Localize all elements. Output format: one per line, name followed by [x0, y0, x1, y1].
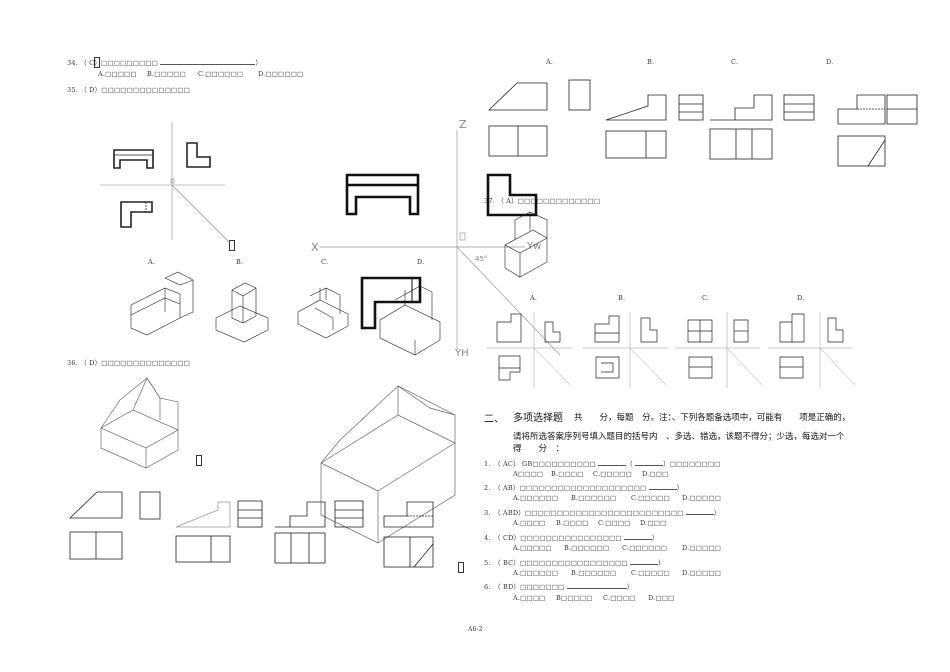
mq1-choice-d: D.□□□ [642, 470, 669, 478]
q36-solid-large [320, 385, 456, 544]
q35-option-b-solid [215, 282, 269, 343]
mq4-choice-a: A.□□□□□ [513, 544, 552, 552]
big-axes [320, 130, 561, 356]
big-front-view [345, 173, 420, 216]
mq3-choice-a: A.□□□□ [513, 519, 546, 527]
mq6-stem: 6. （ BD）□□□□□□□ ） [484, 583, 634, 591]
q34-choice-a: A.□□□□□ [98, 70, 137, 78]
mq2-choice-d: D.□□□□□ [682, 494, 722, 502]
q35-label-b: B. [236, 258, 244, 266]
axis-yh-label: YH [455, 348, 469, 359]
q34-choice-c: C.□□□□□□ [198, 70, 244, 78]
q36-option-a [488, 79, 591, 157]
q36-label-d: D. [826, 58, 834, 66]
mq2-choice-c: C.□□□□□ [631, 494, 670, 502]
big-side-view [486, 173, 538, 217]
q34-choice-b: B.□□□□□ [147, 70, 186, 78]
mq4-choice-c: C.□□□□□□ [622, 544, 668, 552]
q34-choice-d: D.□□□□□□ [258, 70, 304, 78]
axis-yw-label: Yw [527, 241, 542, 252]
mq5-choice-d: D.□□□□□ [682, 569, 722, 577]
q35-front-view [113, 149, 154, 169]
mq1-choice-a: A□□□□ [513, 470, 544, 478]
answer-box [458, 562, 464, 573]
q34-stem: 34. （ C）□□□□□□□□□ ） [67, 59, 263, 67]
mq5-stem: 5. （ BC）□□□□□□□□□□□□□□□□□ ） [484, 559, 665, 567]
mq2-choice-a: A.□□□□□□ [513, 494, 559, 502]
mq5-choice-c: C.□□□□□ [631, 569, 670, 577]
mq5-choice-a: A.□□□□□□ [513, 569, 559, 577]
q37-label-c: C. [702, 294, 710, 302]
axis-z-label: Z [459, 118, 467, 131]
mq5-choice-b: B.□□□□□□ [571, 569, 617, 577]
axis-angle-label: 45° [475, 255, 488, 263]
mq1-choice-c: C.□□□□□ [593, 470, 632, 478]
section2-desc1: 共 分，每题 分。注：、下列各题备选项中，可能有 项是正确的， [574, 413, 851, 423]
q36-label-c: C. [731, 58, 739, 66]
section2-title: 多项选择题 [513, 413, 563, 424]
q36-stem: 36. （ D）□□□□□□□□□□□□□□ [67, 359, 191, 367]
page-footer: A6-2 [468, 626, 483, 633]
q37-option-a [486, 312, 572, 388]
mq6-choice-b: B□□□□□ [556, 594, 593, 602]
mq6-choice-d: D.□□□ [648, 594, 675, 602]
q36-option-d [837, 94, 918, 167]
q35-label-a: A. [148, 258, 156, 266]
q35-stem: 35. （ D）□□□□□□□□□□□□□□ [67, 86, 191, 94]
mq2-choice-b: B.□□□□□□ [571, 494, 617, 502]
q36-left-views [69, 491, 434, 568]
answer-box [229, 240, 235, 251]
q35-axes [100, 122, 231, 244]
q37-stem: 37. （ A）□□□□□□□□□□□□□ [484, 197, 601, 205]
mq4-choice-b: B.□□□□□□ [564, 544, 610, 552]
q37-solid [504, 211, 548, 278]
q35-top-view [120, 201, 153, 228]
section2-number: 二、 [484, 414, 504, 425]
axis-x-label: X [311, 241, 319, 254]
section2-desc3: 得 分 ： [513, 444, 565, 454]
mq3-choice-c: C.□□□□ [598, 519, 631, 527]
mq4-choice-d: D.□□□□□ [682, 544, 722, 552]
mq1-choice-b: B.□□□□ [551, 470, 584, 478]
q36-option-c [709, 94, 815, 160]
mq6-choice-a: A.□□□□ [513, 594, 546, 602]
mq2-stem: 2. （ AB）□□□□□□□□□□□□□□□□□□□□ ） [484, 484, 684, 492]
mq3-stem: 3. （ ABD）□□□□□□□□□□□□□□□□□□□□□□□□□ ） [484, 509, 721, 517]
q35-option-c-solid [297, 287, 349, 339]
q37-option-b [582, 312, 668, 388]
q36-solid-small [100, 377, 179, 469]
q37-option-c [675, 312, 763, 388]
mq1-stem: 1. （ AC） GB□□□□□□□□□□ （ ）□□□□□□□□ [484, 460, 721, 468]
q36-option-b [605, 94, 704, 159]
q37-option-d [768, 312, 856, 388]
q35-option-d-solid [379, 285, 441, 356]
section2-desc2: 请将所选答案序列号填入题目的括号内 、多选、错选，该题不得分；少选，每选对一个 [513, 432, 845, 442]
q35-option-a-solid [130, 271, 194, 336]
mq4-stem: 4. （ CD）□□□□□□□□□□□□□□□□ ） [484, 534, 659, 542]
mq3-choice-d: D.□□□ [640, 519, 667, 527]
q36-label-b: B. [647, 58, 655, 66]
answer-box [94, 57, 100, 68]
q37-label-a: A. [530, 294, 538, 302]
q35-label-c: C. [321, 258, 329, 266]
big-top-view [360, 276, 422, 330]
mq6-choice-c: C.□□□□ [603, 594, 636, 602]
q37-label-d: D. [797, 294, 805, 302]
q35-label-d: D. [417, 258, 425, 266]
answer-box [196, 455, 202, 466]
q36-label-a: A. [546, 58, 554, 66]
q37-label-b: B. [618, 294, 626, 302]
q35-side-view [186, 142, 211, 168]
mq3-choice-b: B.□□□□ [556, 519, 589, 527]
